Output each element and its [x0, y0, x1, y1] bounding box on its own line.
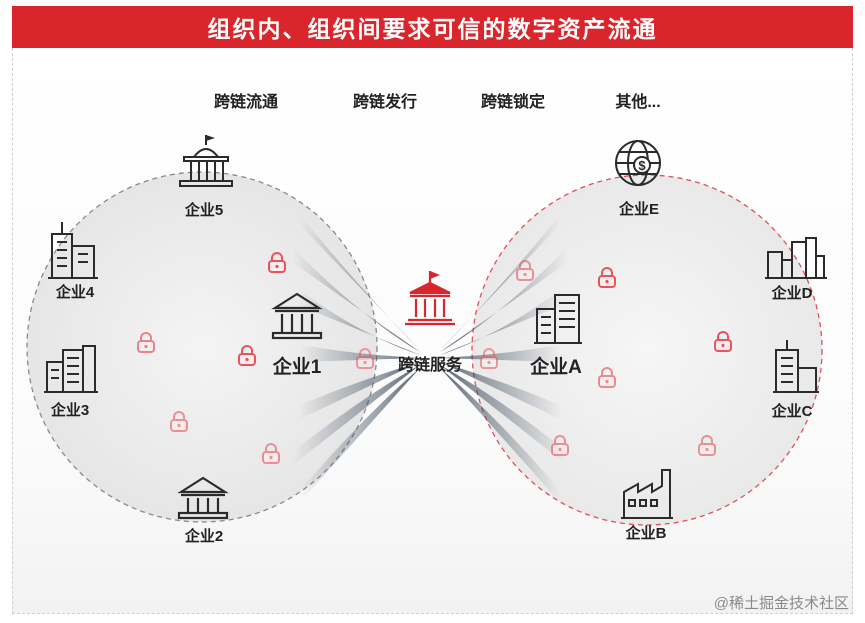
- svg-text:$: $: [638, 158, 646, 173]
- enterprise-a-icon: [534, 294, 582, 344]
- enterprise-4-label: 企业4: [55, 284, 95, 301]
- enterprise-4-icon: [48, 222, 98, 279]
- lock-icon: [551, 435, 569, 456]
- feature-cross-chain-circulation: 跨链流通: [213, 94, 279, 111]
- enterprise-d-label: 企业D: [771, 285, 813, 302]
- lock-icon: [698, 435, 716, 456]
- feature-cross-chain-issuance: 跨链发行: [352, 94, 418, 111]
- right-organization-circle: [471, 174, 823, 526]
- page-title: 组织内、组织间要求可信的数字资产流通: [12, 6, 853, 48]
- enterprise-e-icon: $: [615, 140, 661, 186]
- lock-icon: [268, 252, 286, 273]
- lock-icon: [238, 345, 256, 366]
- enterprise-3-icon: [44, 345, 98, 393]
- left-funnel: [292, 215, 420, 500]
- enterprise-2-icon: [177, 476, 229, 520]
- enterprise-b-label: 企业B: [625, 525, 667, 542]
- enterprise-1-icon: [271, 292, 323, 340]
- right-funnel: [440, 215, 568, 500]
- enterprise-c-icon: [773, 340, 819, 393]
- enterprise-a-label: 企业A: [530, 357, 582, 378]
- lock-icon: [262, 443, 280, 464]
- enterprise-3-label: 企业3: [50, 402, 90, 419]
- enterprise-b-icon: [621, 469, 673, 519]
- feature-other: 其他...: [615, 94, 661, 111]
- lock-icon: [137, 332, 155, 353]
- enterprise-d-icon: [765, 237, 827, 279]
- cross-chain-service-icon: [405, 271, 455, 326]
- lock-icon: [598, 367, 616, 388]
- enterprise-e-label: 企业E: [618, 201, 660, 218]
- lock-icon: [598, 267, 616, 288]
- enterprise-5-label: 企业5: [184, 202, 224, 219]
- lock-icon: [714, 331, 732, 352]
- feature-cross-chain-locking: 跨链锁定: [480, 94, 546, 111]
- left-organization-circle: [26, 171, 378, 523]
- lock-icon: [480, 348, 498, 369]
- enterprise-5-icon: [179, 135, 233, 187]
- enterprise-1-label: 企业1: [272, 357, 322, 378]
- lock-icon: [170, 411, 188, 432]
- lock-icon: [516, 260, 534, 281]
- cross-chain-service-label: 跨链服务: [397, 357, 463, 374]
- enterprise-2-label: 企业2: [184, 528, 224, 545]
- watermark: @稀土掘金技术社区: [713, 595, 849, 612]
- lock-icon: [356, 348, 374, 369]
- enterprise-c-label: 企业C: [771, 403, 813, 420]
